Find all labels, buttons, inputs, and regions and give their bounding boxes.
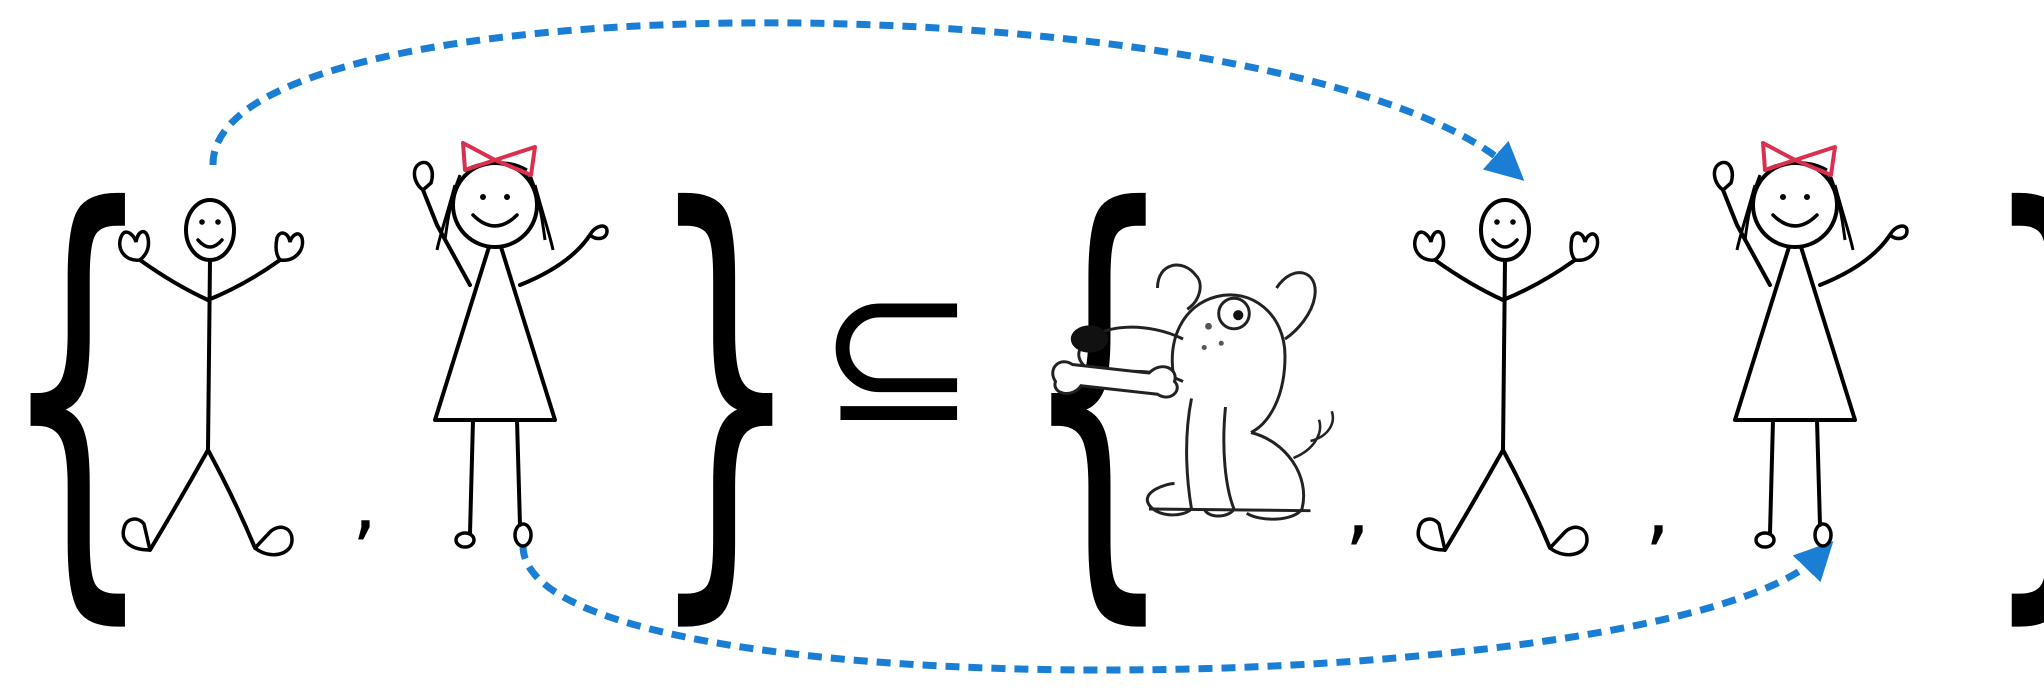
right-set-comma-2: , — [1645, 461, 1670, 554]
left-set-close-brace: } — [647, 115, 802, 662]
right-set-close-brace: } — [1981, 115, 2044, 662]
top-mapping-arrow — [209, 19, 1525, 181]
left-set-comma: , — [352, 456, 377, 549]
right-set-comma-1: , — [1345, 461, 1370, 554]
bottom-mapping-arrow — [519, 541, 1834, 674]
boy-figure-right — [1412, 198, 1600, 557]
left-set-open-brace: { — [0, 115, 155, 662]
subset-symbol: ⊆ — [818, 244, 977, 465]
girl-figure — [412, 141, 609, 549]
girl-figure-right — [1712, 141, 1909, 549]
